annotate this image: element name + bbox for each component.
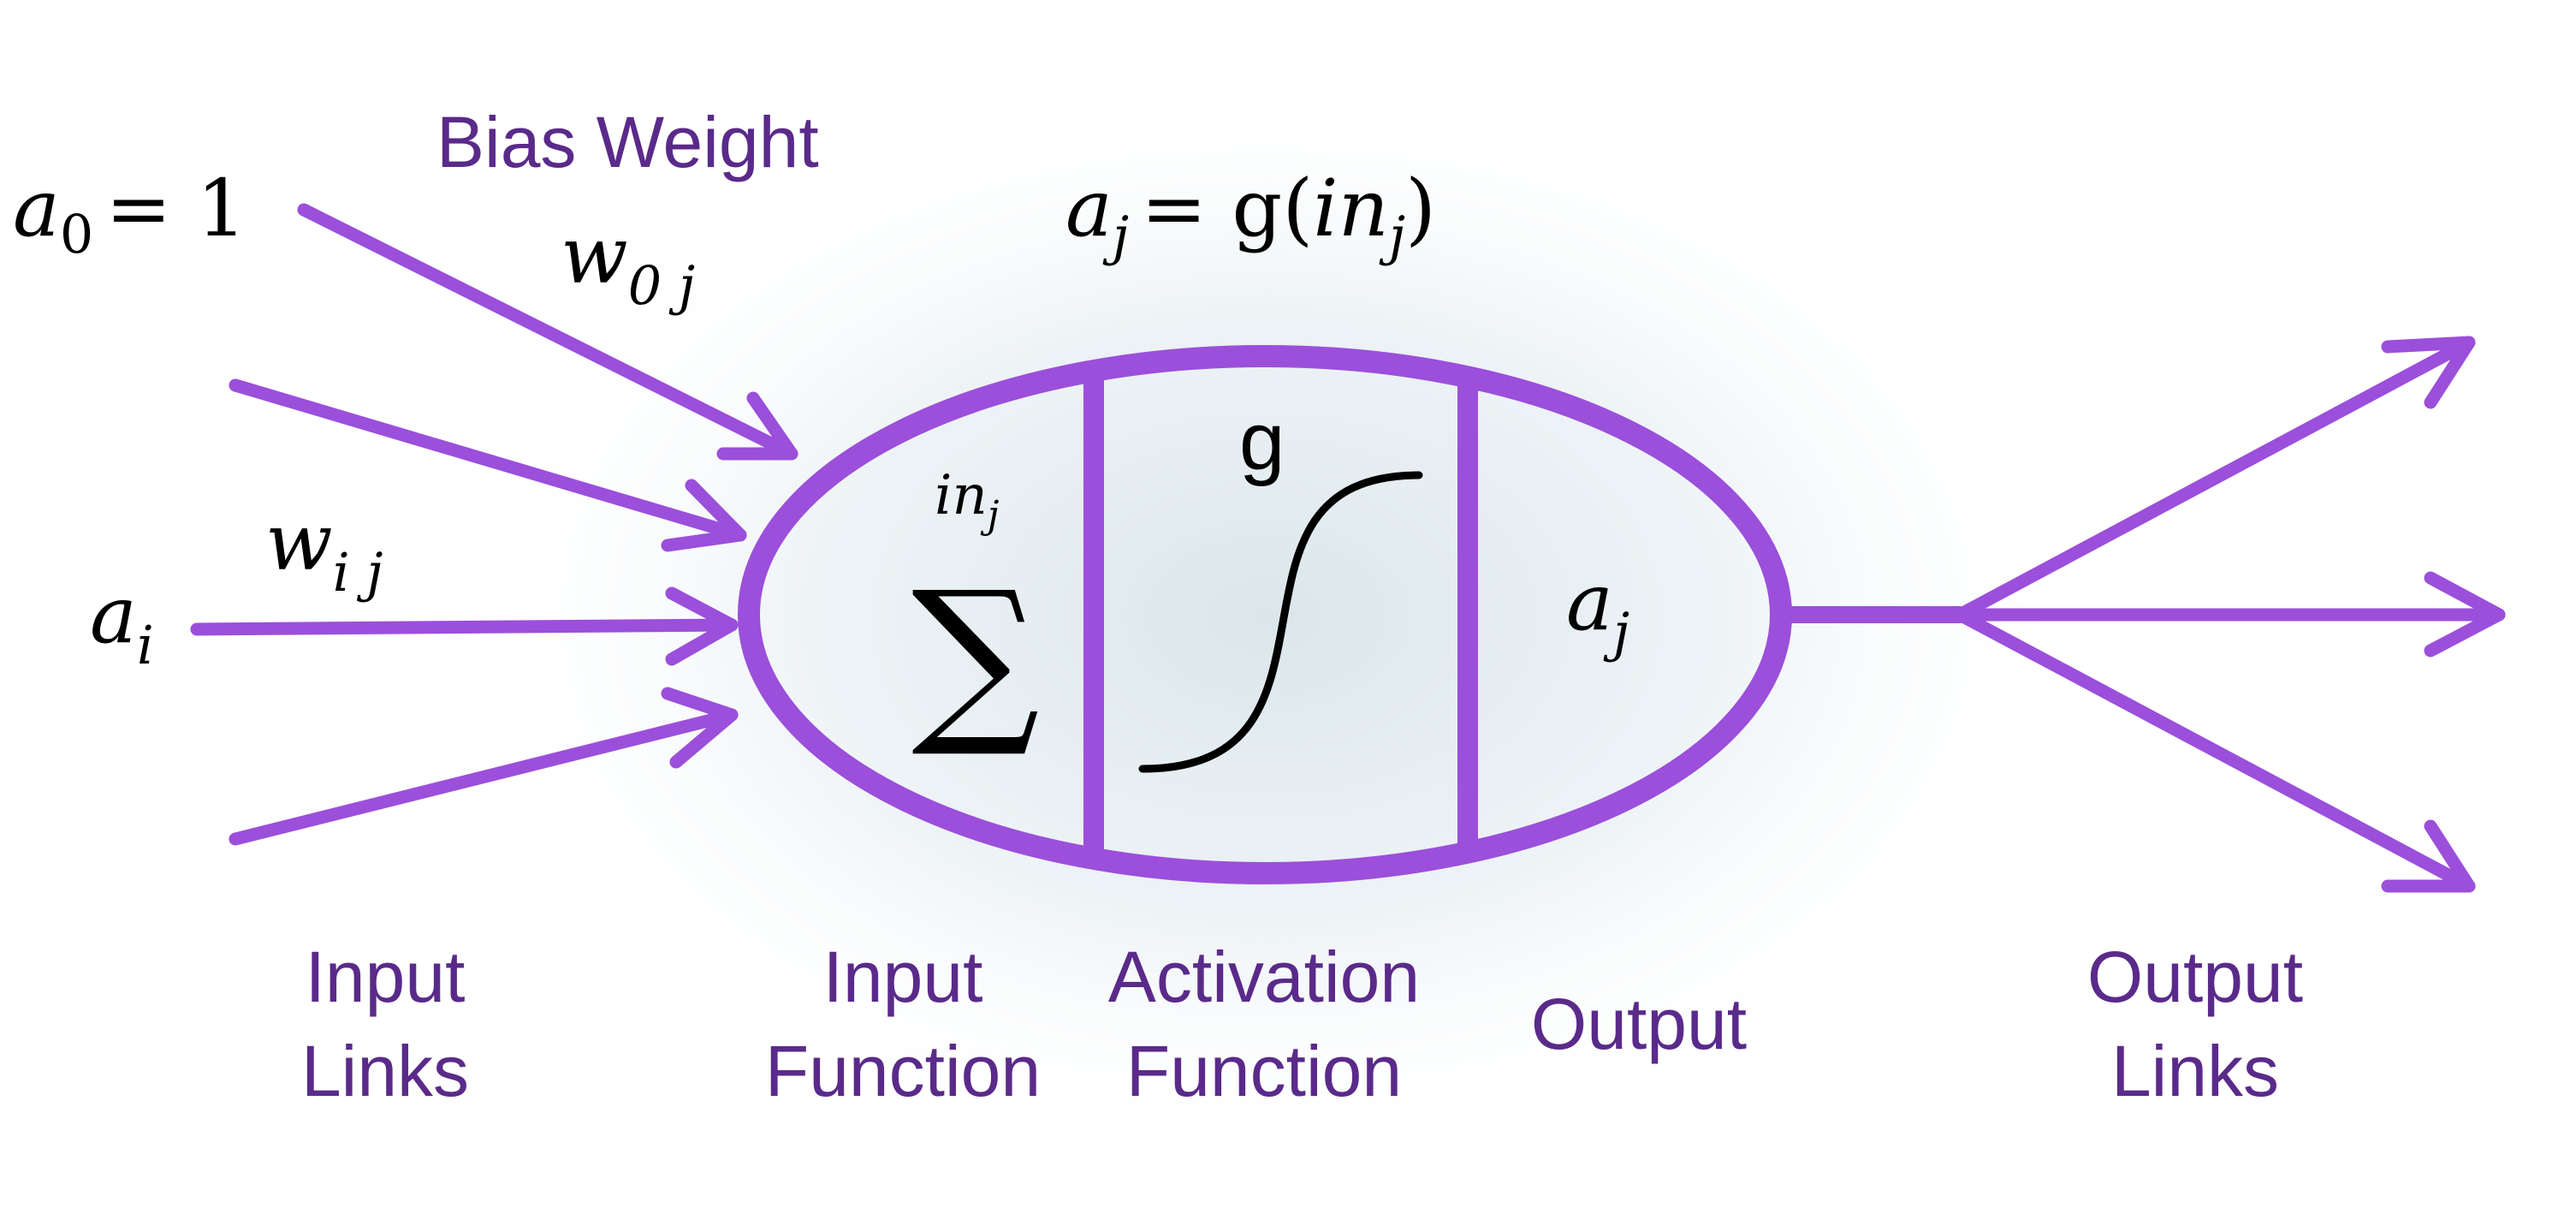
- input-links: [190, 203, 798, 846]
- caption-input-links-line1: Input: [306, 937, 466, 1017]
- bias-weight-label: Bias Weight: [436, 102, 819, 182]
- background-glow: [445, 68, 2088, 1164]
- output-link-top: [1953, 336, 2476, 622]
- output-link-middle-arrowhead: [2424, 571, 2506, 658]
- g-label: g: [1239, 396, 1285, 487]
- output-link-top-arrowhead: [2381, 336, 2476, 409]
- w0j-label: w0 j: [561, 210, 695, 317]
- caption-output: Output: [1531, 984, 1747, 1064]
- input-link-ai-arrow: [190, 618, 739, 636]
- caption-input-function-line1: Input: [823, 937, 983, 1017]
- caption-input-function-line2: Function: [765, 1031, 1041, 1111]
- bias-link-arrow: [297, 203, 798, 461]
- bias-link-arrowhead: [716, 391, 798, 461]
- caption-input-links-line2: Links: [301, 1031, 469, 1111]
- a0-equals-1-label: a0= 1: [13, 163, 246, 265]
- output-link-bottom: [1953, 608, 2476, 893]
- output-links: [1776, 336, 2506, 893]
- activation-formula: aj= g(inj): [1065, 163, 1436, 267]
- sum-symbol: ∑: [911, 552, 1040, 762]
- input-link-2-arrow: [229, 378, 747, 542]
- input-link-2-arrowhead: [661, 479, 747, 552]
- sum-in-j-label: inj: [935, 464, 999, 537]
- ai-label: ai: [90, 569, 154, 676]
- input-link-4-arrowhead: [661, 687, 739, 769]
- input-link-4-arrow: [229, 708, 739, 846]
- caption-activation-function-line1: Activation: [1108, 937, 1420, 1017]
- caption-activation-function-line2: Function: [1126, 1031, 1402, 1111]
- captions: Input Links Input Function Activation Fu…: [301, 937, 2303, 1111]
- caption-output-links-line2: Links: [2111, 1031, 2279, 1111]
- sigmoid-curve: [1138, 471, 1423, 773]
- caption-output-links-line1: Output: [2087, 937, 2303, 1017]
- output-link-bottom-arrowhead: [2381, 819, 2476, 893]
- input-link-ai-arrowhead: [665, 586, 739, 666]
- wij-label: wi j: [265, 497, 383, 604]
